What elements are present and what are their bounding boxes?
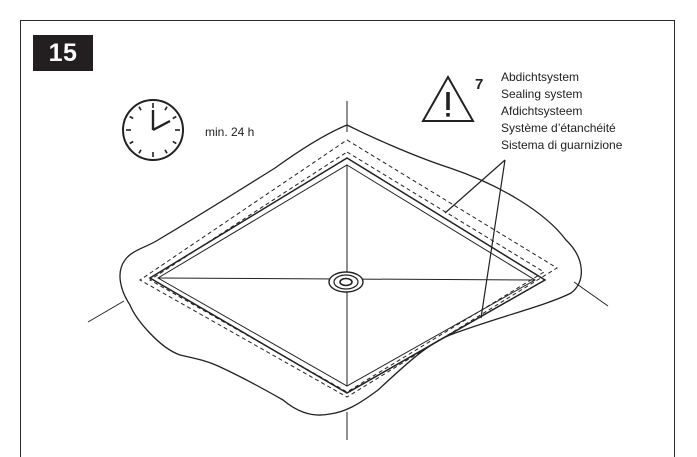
leader-lines	[444, 159, 506, 319]
label-en: Sealing system	[501, 87, 582, 101]
warning-triangle-icon	[421, 74, 475, 122]
sealing-bands	[139, 139, 558, 398]
step-number-badge: 15	[33, 35, 93, 71]
label-it: Sistema di guarnizione	[501, 138, 623, 152]
sealing-labels: Abdichtsystem Sealing system Afdichtsyst…	[501, 70, 623, 152]
label-nl: Afdichtsysteem	[501, 104, 582, 118]
instruction-frame	[20, 20, 675, 457]
clock-icon	[122, 99, 184, 161]
room-axis-lines	[87, 101, 609, 440]
note-number: 7	[475, 76, 483, 93]
cure-time-label: min. 24 h	[205, 125, 254, 139]
drain-icon	[328, 271, 364, 293]
label-de: Abdichtsystem	[501, 70, 579, 84]
membrane-outline	[119, 124, 582, 416]
label-fr: Système d’étanchéité	[501, 121, 616, 135]
